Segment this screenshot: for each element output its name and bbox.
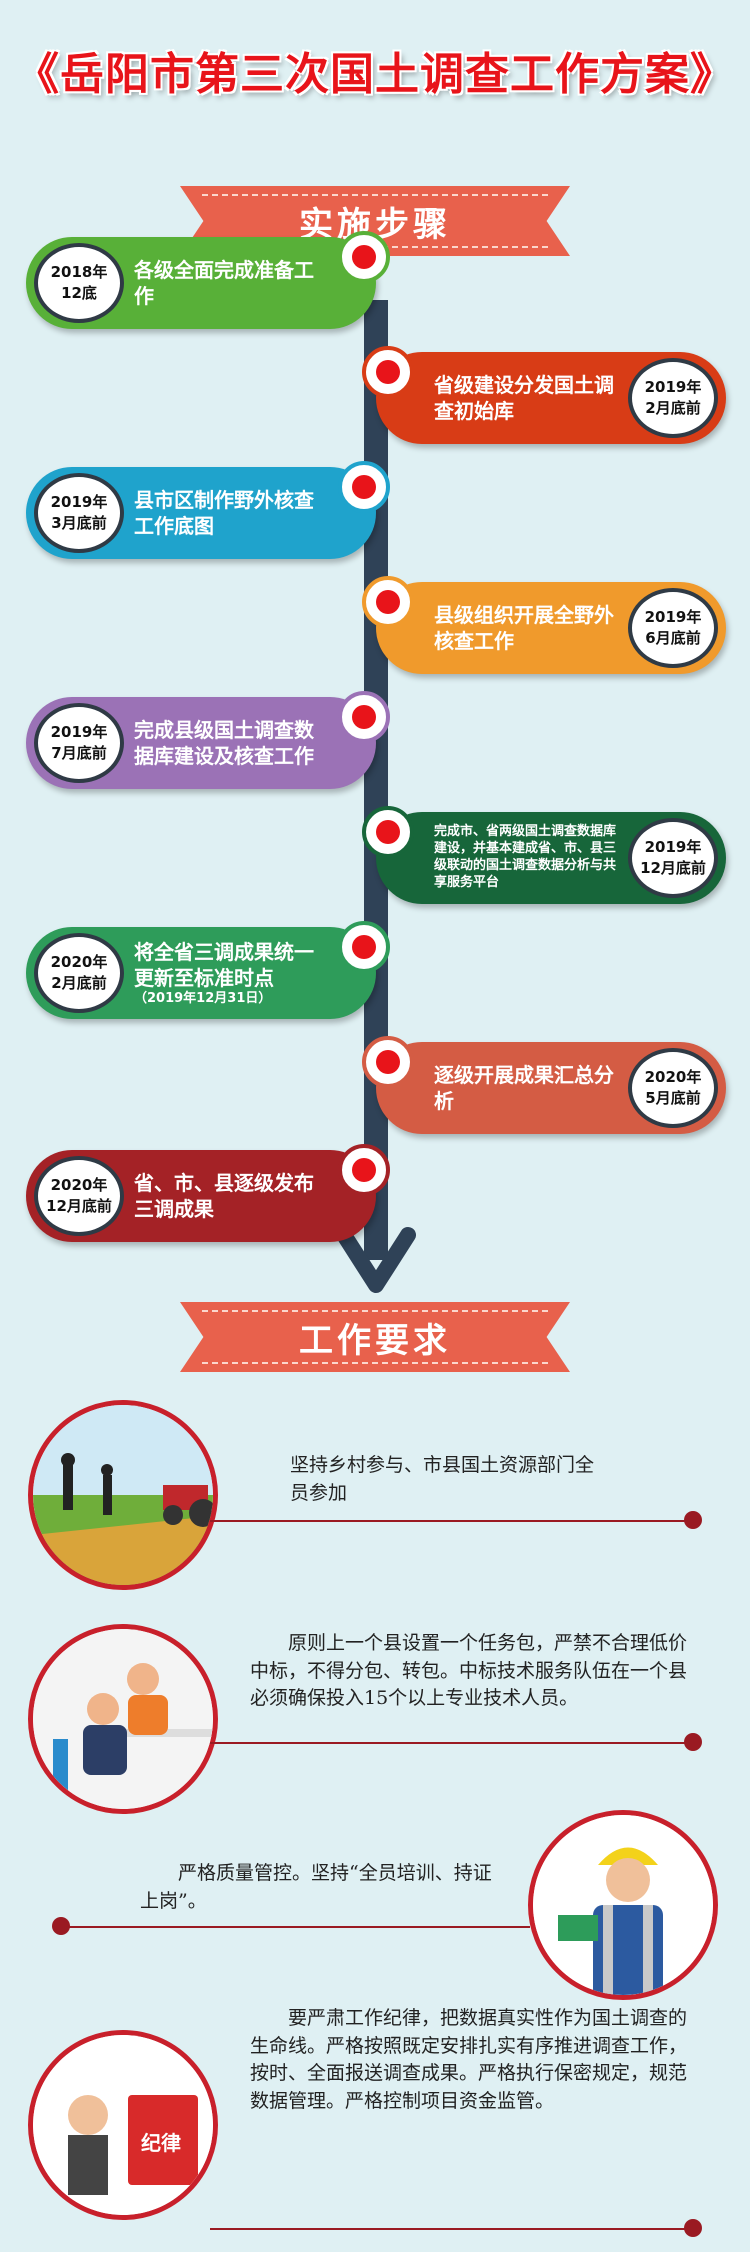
step-subnote: （2019年12月31日）	[134, 990, 272, 1006]
step-description: 县级组织开展全野外核查工作	[434, 603, 614, 653]
step-date-month: 3月底前	[51, 514, 107, 532]
step-date: 2018年 12底	[34, 243, 124, 323]
step-text: 省、市、县逐级发布三调成果	[124, 1170, 328, 1222]
step-text: 县市区制作野外核查工作底图	[124, 487, 328, 539]
section-title: 工作要求	[299, 1320, 451, 1361]
step-description: 逐级开展成果汇总分析	[434, 1063, 614, 1113]
step-date-year: 2019年	[644, 608, 702, 626]
farm-illustration	[28, 1400, 218, 1590]
divider-dot-icon	[52, 1917, 70, 1935]
step-date-month: 2月底前	[645, 399, 701, 417]
page-title: 《岳阳市第三次国土调查工作方案》	[15, 49, 735, 100]
step-text: 各级全面完成准备工作	[124, 257, 328, 309]
timeline-dot-icon	[338, 691, 390, 743]
step-date-year: 2020年	[50, 1176, 108, 1194]
divider	[210, 1520, 690, 1522]
timeline-step: 2019年 2月底前 省级建设分发国土调查初始库	[362, 346, 726, 444]
step-description: 完成市、省两级国土调查数据库建设，并基本建成省、市、县三级联动的国土调查数据分析…	[434, 824, 617, 890]
timeline-dot-icon	[338, 461, 390, 513]
timeline-dot-icon	[362, 346, 414, 398]
timeline-dot-icon	[362, 1036, 414, 1088]
section-banner-requirements: 工作要求	[180, 1302, 570, 1372]
timeline-dot-icon	[338, 1144, 390, 1196]
requirement-text: 要严肃工作纪律，把数据真实性作为国土调查的生命线。严格按照既定安排扎实有序推进调…	[250, 2007, 688, 2112]
worker-illustration	[528, 1810, 718, 2000]
step-date: 2019年 6月底前	[628, 588, 718, 668]
step-description: 将全省三调成果统一更新至标准时点	[134, 939, 314, 990]
divider	[210, 2228, 690, 2230]
requirement-text: 原则上一个县设置一个任务包，严禁不合理低价中标，不得分包、转包。中标技术服务队伍…	[250, 1632, 688, 1710]
step-date: 2020年 5月底前	[628, 1048, 718, 1128]
step-date: 2019年 3月底前	[34, 473, 124, 553]
step-text: 逐级开展成果汇总分析	[424, 1062, 628, 1114]
step-description: 省级建设分发国土调查初始库	[434, 373, 614, 423]
step-date-year: 2019年	[50, 493, 108, 511]
step-date-month: 2月底前	[51, 974, 107, 992]
step-description: 省、市、县逐级发布三调成果	[134, 1171, 314, 1221]
step-date-month: 7月底前	[51, 744, 107, 762]
divider-dot-icon	[684, 1733, 702, 1751]
requirement-text: 严格质量管控。坚持“全员培训、持证上岗”。	[140, 1862, 492, 1912]
timeline-dot-icon	[362, 576, 414, 628]
timeline-step: 2019年 12月底前 完成市、省两级国土调查数据库建设，并基本建成省、市、县三级…	[362, 806, 726, 904]
step-date-month: 6月底前	[645, 629, 701, 647]
timeline-dot-icon	[338, 231, 390, 283]
timeline-dot-icon	[338, 921, 390, 973]
step-date-month: 5月底前	[645, 1089, 701, 1107]
step-date-year: 2020年	[50, 953, 108, 971]
discipline-book-illustration: 纪律	[28, 2030, 218, 2220]
step-date-month: 12月底前	[46, 1197, 112, 1215]
requirement-text: 坚持乡村参与、市县国土资源部门全员参加	[290, 1454, 595, 1504]
step-date-year: 2019年	[50, 723, 108, 741]
timeline-step: 2019年 7月底前 完成县级国土调查数据库建设及核查工作	[26, 691, 390, 789]
step-text: 完成市、省两级国土调查数据库建设，并基本建成省、市、县三级联动的国土调查数据分析…	[424, 824, 628, 892]
step-date-year: 2019年	[644, 838, 702, 856]
timeline-step: 2020年 5月底前 逐级开展成果汇总分析	[362, 1036, 726, 1134]
divider-dot-icon	[684, 2219, 702, 2237]
step-text: 省级建设分发国土调查初始库	[424, 372, 628, 424]
divider	[210, 1742, 690, 1744]
step-text: 县级组织开展全野外核查工作	[424, 602, 628, 654]
step-date-month: 12月底前	[640, 859, 706, 877]
step-date-year: 2018年	[50, 263, 108, 281]
step-description: 县市区制作野外核查工作底图	[134, 488, 314, 538]
step-date: 2020年 12月底前	[34, 1156, 124, 1236]
office-workers-illustration	[28, 1624, 218, 1814]
arrow-down-icon	[336, 1227, 416, 1293]
step-date-year: 2020年	[644, 1068, 702, 1086]
timeline-step: 2019年 6月底前 县级组织开展全野外核查工作	[362, 576, 726, 674]
step-description: 各级全面完成准备工作	[134, 258, 314, 308]
step-date: 2019年 12月底前	[628, 818, 718, 898]
timeline-step: 2020年 12月底前 省、市、县逐级发布三调成果	[26, 1144, 390, 1242]
timeline-line	[364, 300, 388, 1260]
timeline-step: 2018年 12底 各级全面完成准备工作	[26, 231, 390, 329]
divider-dot-icon	[684, 1511, 702, 1529]
step-date-year: 2019年	[644, 378, 702, 396]
divider	[60, 1926, 530, 1928]
timeline-step: 2019年 3月底前 县市区制作野外核查工作底图	[26, 461, 390, 559]
step-date: 2019年 7月底前	[34, 703, 124, 783]
step-text: 将全省三调成果统一更新至标准时点（2019年12月31日）	[124, 939, 328, 1008]
step-date: 2019年 2月底前	[628, 358, 718, 438]
timeline-dot-icon	[362, 806, 414, 858]
timeline-step: 2020年 2月底前 将全省三调成果统一更新至标准时点（2019年12月31日）	[26, 921, 390, 1019]
step-date: 2020年 2月底前	[34, 933, 124, 1013]
book-label: 纪律	[141, 2131, 181, 2155]
step-text: 完成县级国土调查数据库建设及核查工作	[124, 717, 328, 769]
step-date-month: 12底	[61, 284, 97, 302]
step-description: 完成县级国土调查数据库建设及核查工作	[134, 718, 314, 768]
